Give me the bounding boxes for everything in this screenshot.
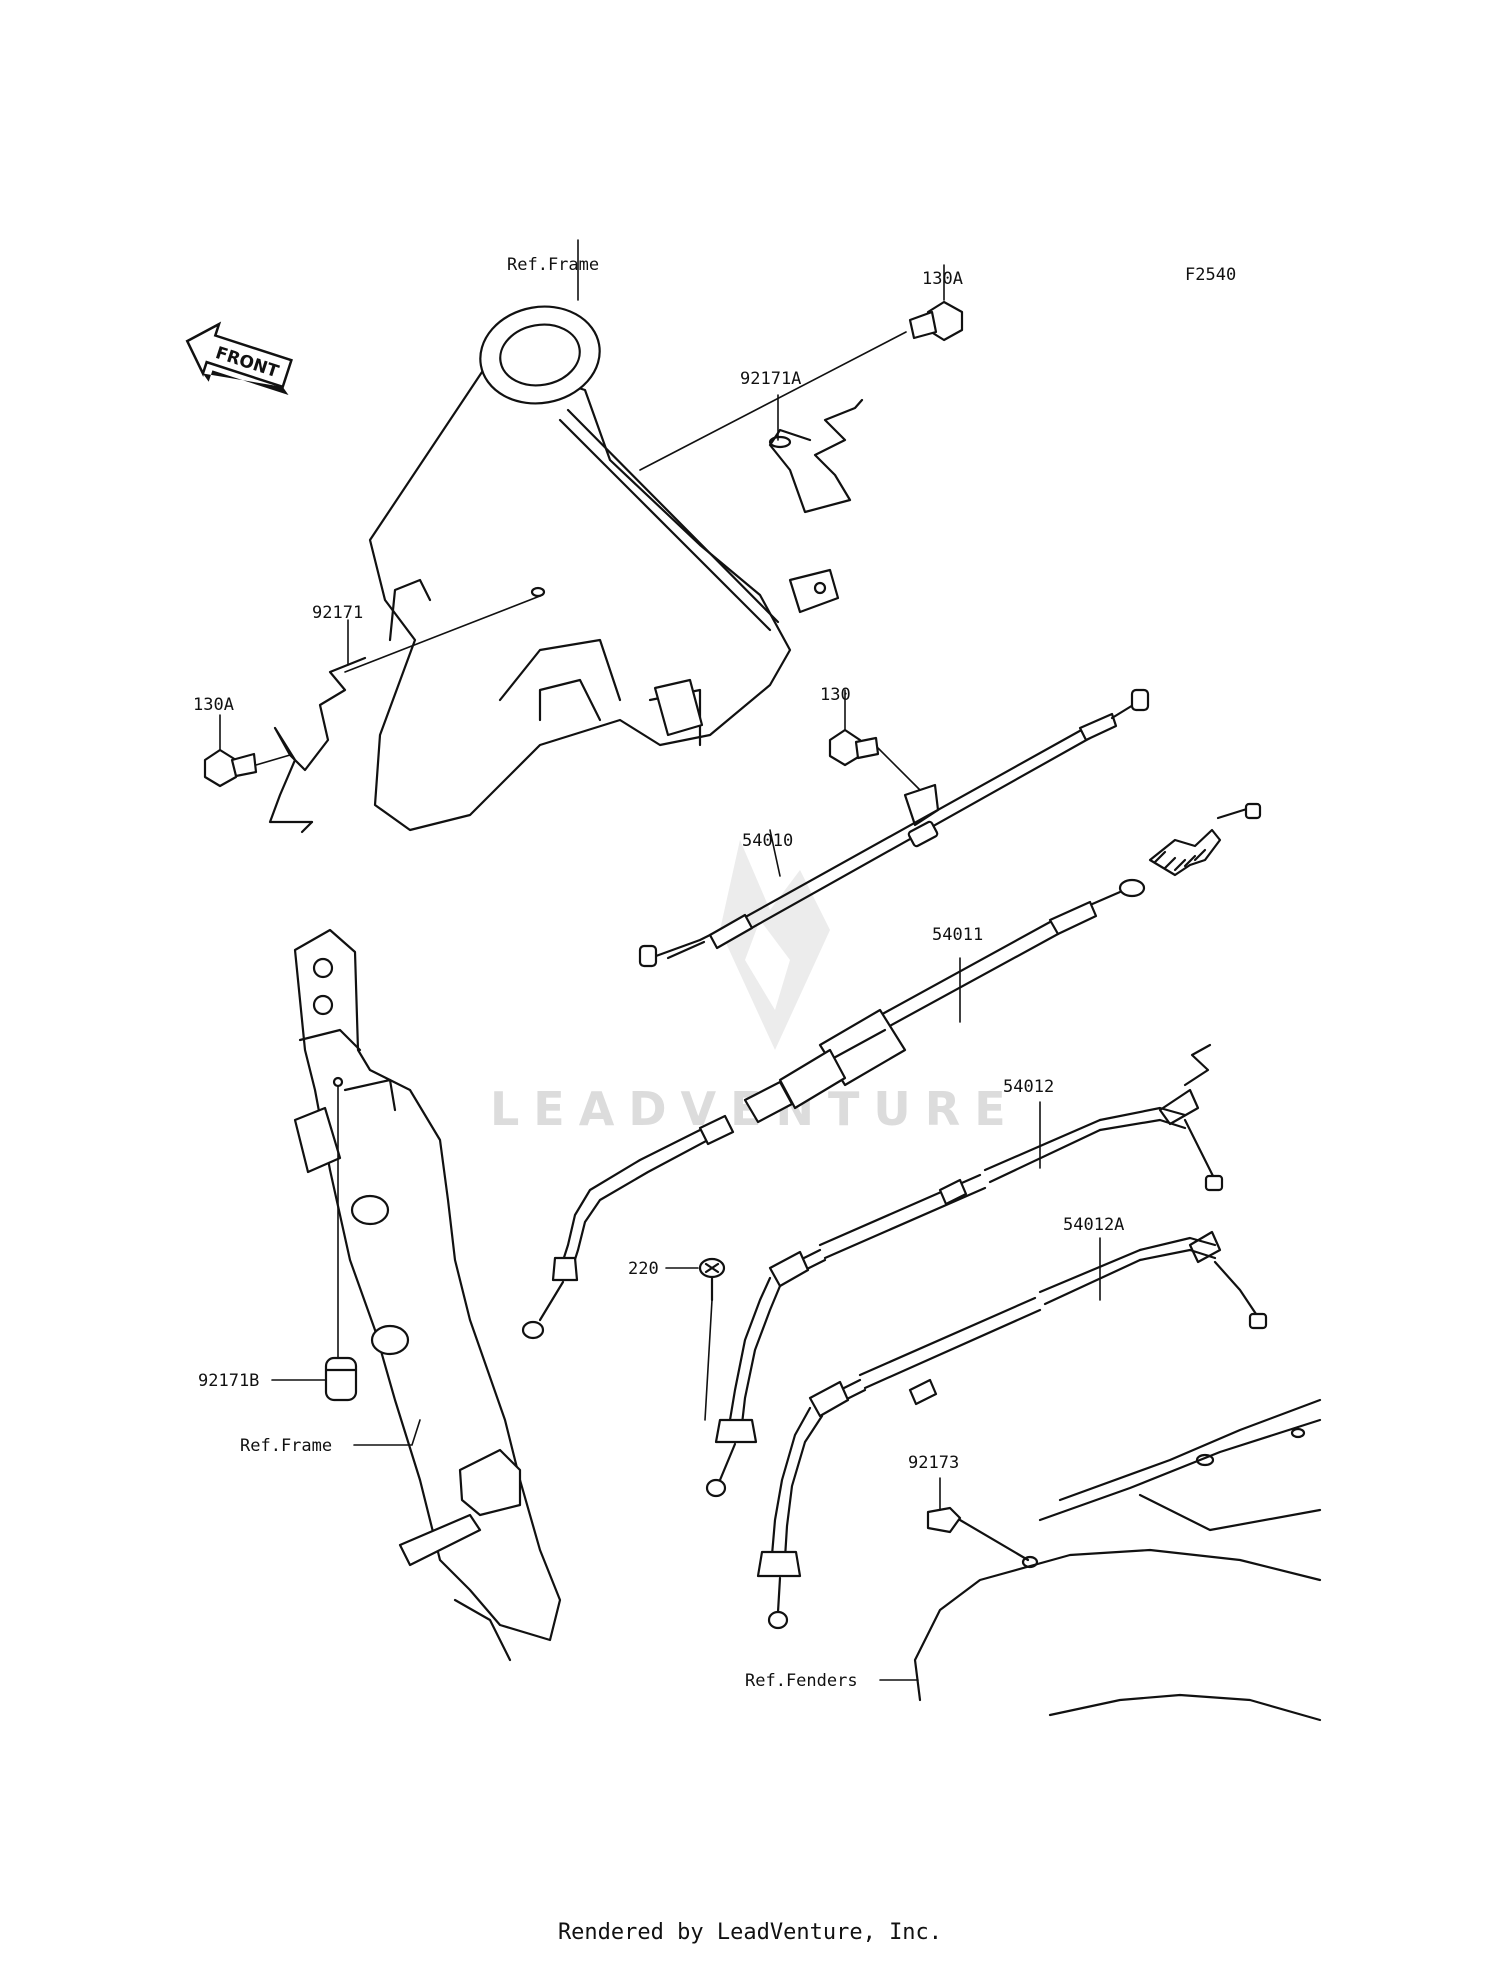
screw-220 xyxy=(698,1257,726,1302)
label-220: 220 xyxy=(628,1259,659,1279)
label-54010: 54010 xyxy=(742,831,793,851)
clamp-92171A xyxy=(768,398,864,514)
clamp-92171B xyxy=(324,1356,358,1402)
label-130: 130 xyxy=(820,685,851,705)
label-130A-left: 130A xyxy=(193,695,234,715)
upper-frame xyxy=(368,305,840,832)
cable-54011 xyxy=(521,802,1262,1340)
label-130A-top: 130A xyxy=(922,269,963,289)
label-54012: 54012 xyxy=(1003,1077,1054,1097)
front-arrow-icon: FRONT xyxy=(185,321,293,396)
fenders xyxy=(913,1398,1322,1722)
label-54011: 54011 xyxy=(932,925,983,945)
cable-54012 xyxy=(705,1043,1224,1498)
footer-credit: Rendered by LeadVenture, Inc. xyxy=(557,1920,943,1945)
label-ref-frame-top: Ref.Frame xyxy=(507,255,599,275)
watermark-text: LEADVENTURE xyxy=(490,1082,1020,1136)
leader-line xyxy=(344,595,541,673)
cable-54010 xyxy=(638,688,1150,968)
cable-54012A xyxy=(756,1230,1268,1630)
leader-line xyxy=(255,754,291,766)
label-ref-fenders: Ref.Fenders xyxy=(745,1671,858,1691)
leader-line xyxy=(704,1299,713,1421)
label-92171A: 92171A xyxy=(740,369,801,389)
bolt-130A-left xyxy=(203,748,258,788)
clamp-92171 xyxy=(268,656,367,834)
lower-frame xyxy=(293,928,562,1662)
watermark: LEADVENTURE xyxy=(490,840,1020,1136)
label-92173: 92173 xyxy=(908,1453,959,1473)
leader-line xyxy=(639,331,907,471)
label-92171: 92171 xyxy=(312,603,363,623)
diagram-code: F2540 xyxy=(1185,265,1236,285)
clip-92173 xyxy=(926,1506,1039,1569)
leader-line xyxy=(877,747,921,791)
leader-line xyxy=(353,1419,421,1446)
leader-line xyxy=(769,829,781,877)
bolt-130A-top xyxy=(908,300,964,342)
bolt-130 xyxy=(828,728,880,767)
label-54012A: 54012A xyxy=(1063,1215,1124,1235)
label-ref-frame-bottom: Ref.Frame xyxy=(240,1436,332,1456)
label-92171B: 92171B xyxy=(198,1371,259,1391)
